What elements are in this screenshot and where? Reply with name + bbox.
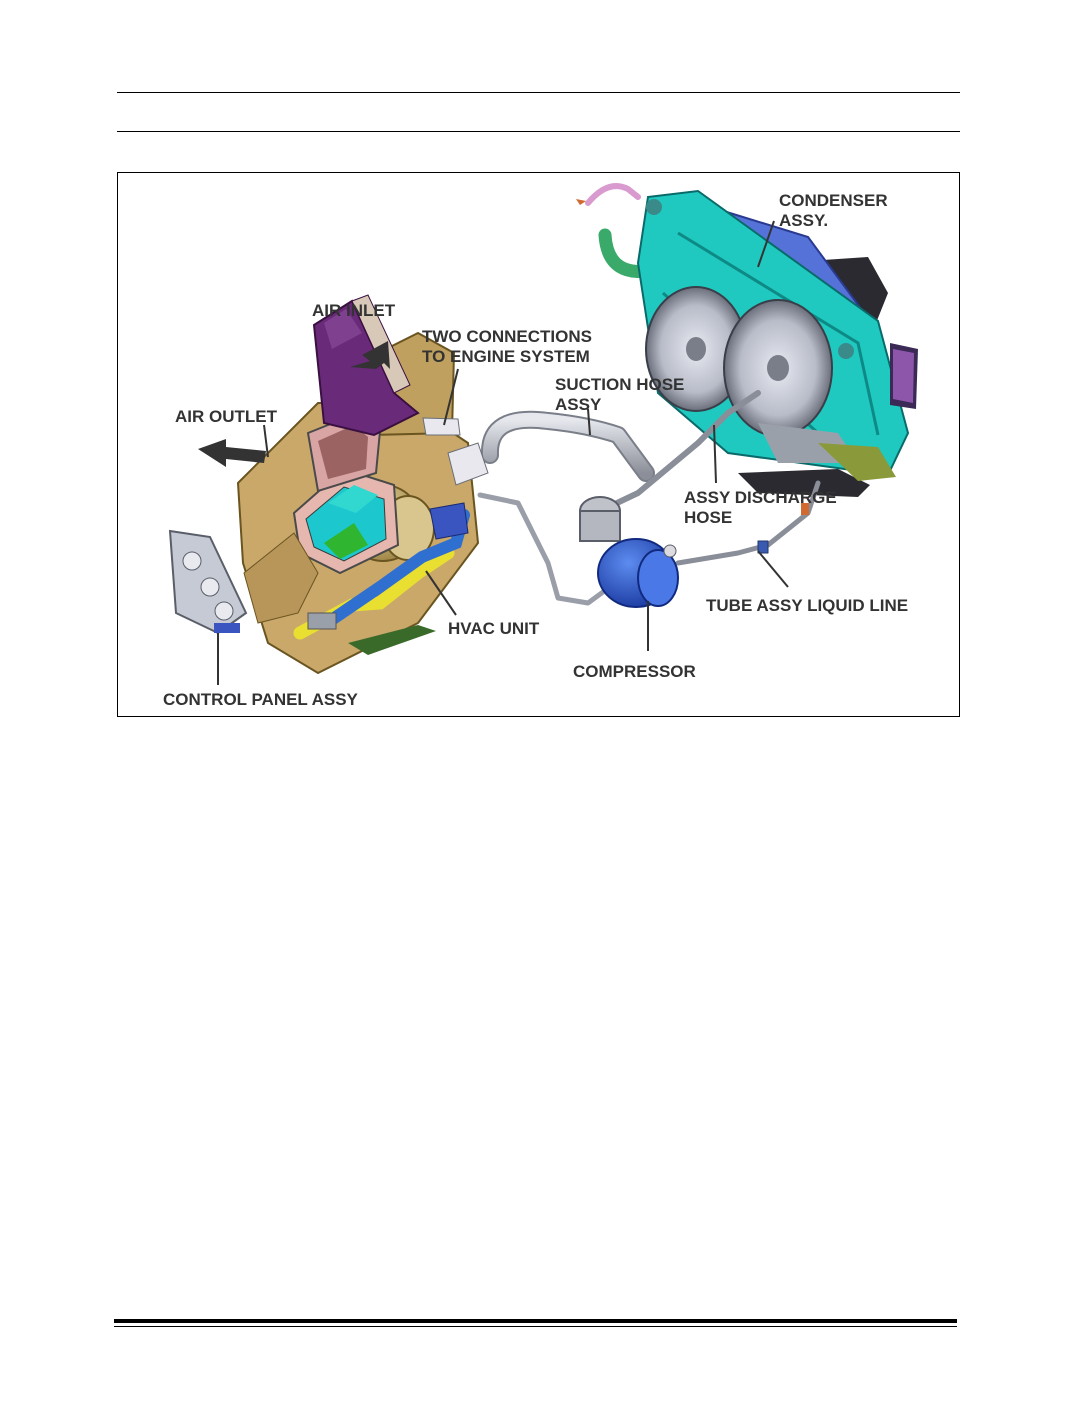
air-inlet-arrow <box>350 341 390 369</box>
suction-hose-label: SUCTION HOSE ASSY <box>555 375 685 414</box>
header-rule-bottom <box>117 131 960 132</box>
control-panel-assy-label: CONTROL PANEL ASSY <box>163 690 358 709</box>
compressor <box>579 496 679 608</box>
air-outlet-label: AIR OUTLET <box>175 407 277 426</box>
tube-assy-liquid-line-label: TUBE ASSY LIQUID LINE <box>706 596 909 615</box>
control-panel <box>168 529 248 635</box>
condenser-assembly <box>576 183 918 497</box>
hvac-unit <box>236 331 489 675</box>
footer-rule-thick <box>114 1319 957 1323</box>
ac-system-illustration <box>168 183 918 685</box>
two-connections-label: TWO CONNECTIONS TO ENGINE SYSTEM <box>422 327 592 366</box>
hvac-unit-label: HVAC UNIT <box>448 619 540 638</box>
condenser-assy-label: CONDENSER ASSY. <box>779 191 888 230</box>
air-outlet-arrow <box>198 439 266 467</box>
air-inlet-label: AIR INLET <box>312 301 396 320</box>
footer-rule-thin <box>114 1326 957 1327</box>
header-rule-top <box>117 92 960 93</box>
leader-lines <box>217 220 789 685</box>
assy-discharge-hose-label: ASSY DISCHARGE HOSE <box>684 488 837 527</box>
compressor-label: COMPRESSOR <box>573 662 696 681</box>
diagram-frame: CONDENSER ASSY. AIR INLET TWO CONNECTION… <box>117 172 960 717</box>
